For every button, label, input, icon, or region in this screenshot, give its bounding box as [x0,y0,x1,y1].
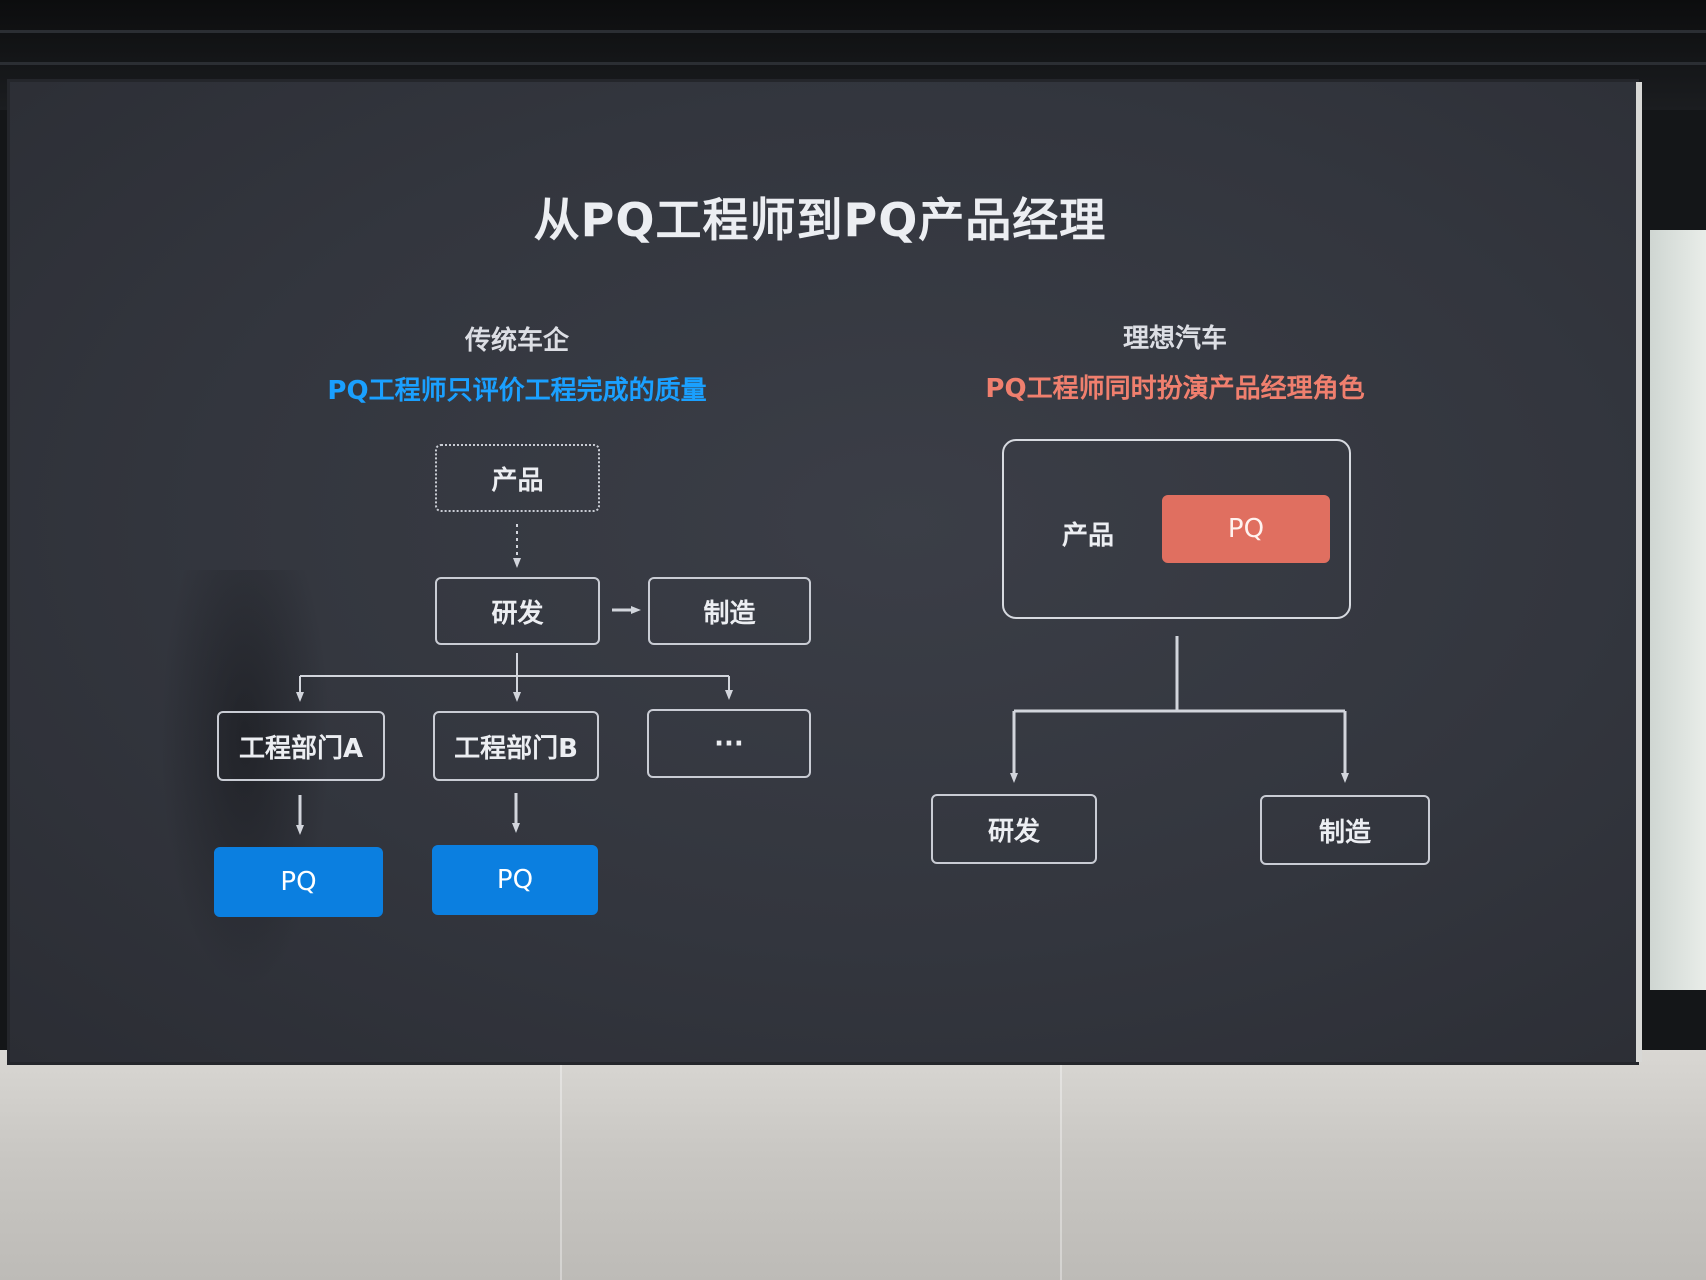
right-product-container [1002,439,1351,619]
left-manufacturing-node: 制造 [648,577,811,645]
right-product-label: 产品 [1062,521,1115,551]
right-pq-node: PQ [1162,495,1330,563]
dept-b-node: 工程部门B [433,711,599,781]
right-heading: 理想汽车 [1122,324,1227,354]
left-heading: 传统车企 [464,326,569,356]
pq-node-b: PQ [432,845,598,915]
more-depts-node: ··· [647,709,811,778]
floor-seam [560,1050,562,1280]
slide-title: 从PQ工程师到PQ产品经理 [533,193,1107,247]
ceiling-truss [0,62,1706,65]
left-product-node: 产品 [435,444,600,512]
screen-frame-edge [1636,82,1642,1062]
ceiling-truss [0,30,1706,33]
pq-node-a: PQ [214,847,383,917]
floor-seam [1060,1050,1062,1280]
right-subtitle: PQ工程师同时扮演产品经理角色 [985,374,1365,404]
right-rnd-node: 研发 [931,794,1097,864]
dept-a-node: 工程部门A [217,711,385,781]
left-rnd-node: 研发 [435,577,600,645]
stage-floor [0,1050,1706,1280]
right-manufacturing-node: 制造 [1260,795,1430,865]
left-subtitle: PQ工程师只评价工程完成的质量 [327,376,707,406]
background-window [1650,230,1706,990]
